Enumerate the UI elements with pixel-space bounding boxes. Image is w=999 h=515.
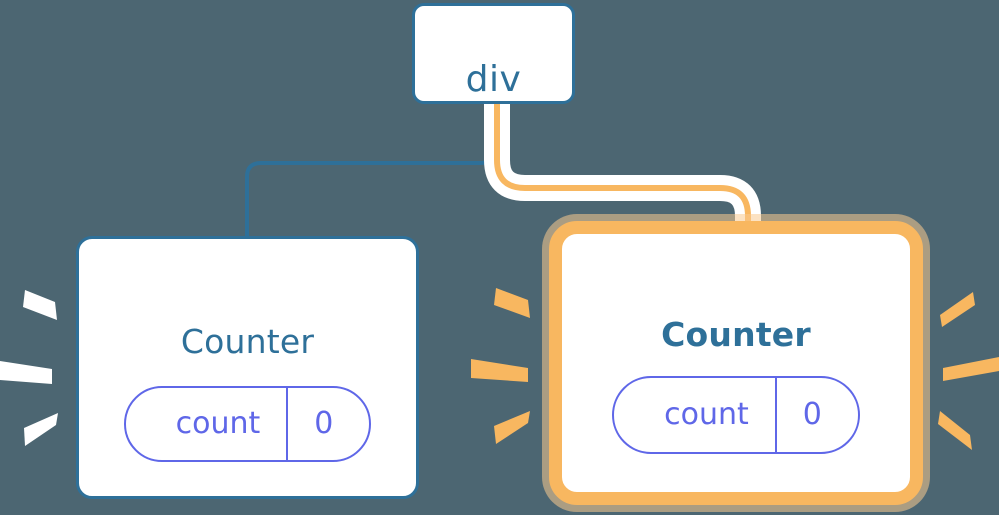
node-counter-right-label: Counter	[661, 314, 811, 354]
ray-upper	[940, 292, 975, 327]
burst-left-counter-left	[0, 290, 58, 446]
ray-middle	[943, 357, 999, 381]
node-counter-right[interactable]: Counter count 0	[549, 221, 923, 505]
ray-upper	[23, 290, 57, 320]
node-div[interactable]: div	[412, 3, 575, 104]
ray-lower	[938, 411, 972, 450]
burst-right-counter-left	[471, 288, 530, 444]
node-counter-left-label: Counter	[180, 322, 315, 361]
node-div-label: div	[465, 58, 522, 100]
burst-right-counter-right	[938, 292, 999, 450]
ray-middle	[471, 359, 528, 382]
state-value-count: 0	[286, 388, 369, 460]
state-key-count: count	[664, 396, 749, 432]
ray-middle	[0, 361, 52, 384]
edge-div-to-counter-left	[245, 102, 496, 238]
edge-div-to-counter-right	[494, 104, 751, 237]
state-key-count: count	[175, 406, 261, 441]
state-pill-counter-right: count 0	[612, 375, 860, 454]
node-counter-left[interactable]: Counter count 0	[76, 236, 419, 499]
edge-div-to-counter-right-halo	[484, 104, 761, 237]
state-value-count: 0	[774, 377, 858, 452]
state-pill-counter-left: count 0	[123, 386, 372, 462]
ray-lower	[494, 411, 530, 444]
ray-upper	[494, 288, 530, 318]
ray-lower	[24, 413, 58, 446]
